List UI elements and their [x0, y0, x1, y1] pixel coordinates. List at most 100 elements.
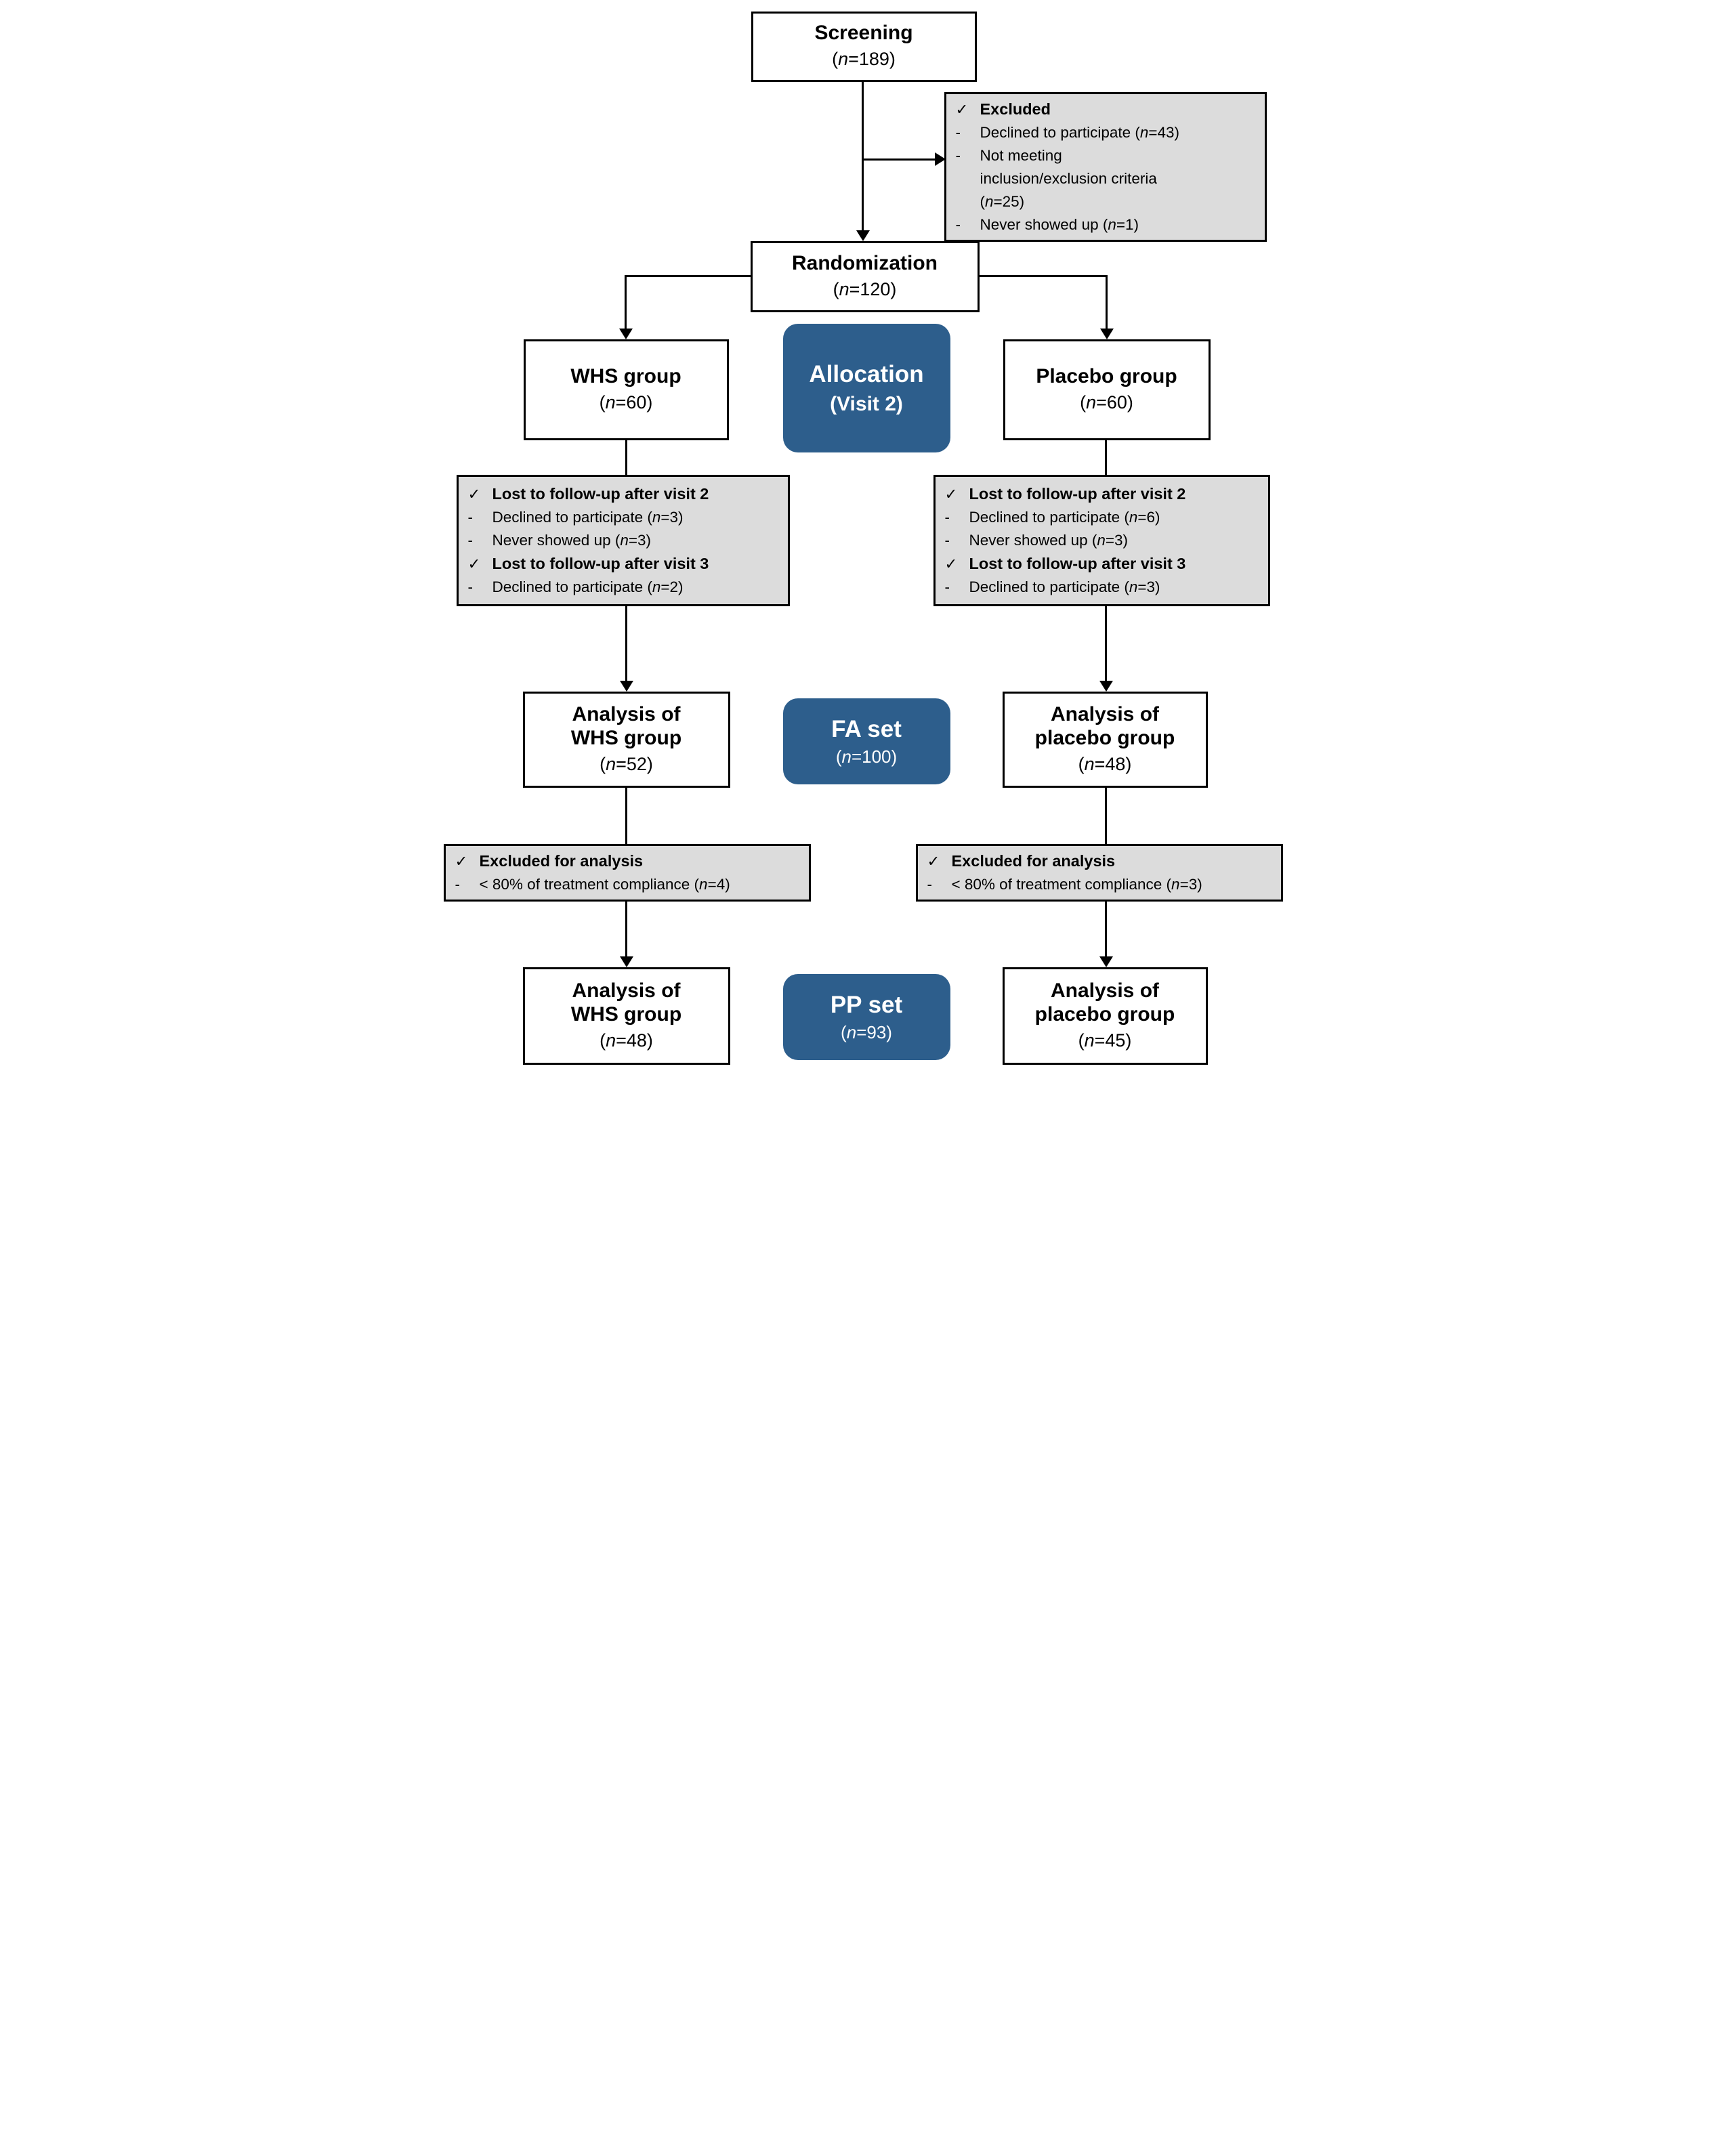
whs-group-box: WHS group (n=60): [523, 339, 729, 440]
screening-title: Screening: [814, 22, 913, 45]
arrowhead-into-analysis-placebo: [1099, 681, 1113, 692]
placebo-group-box: Placebo group (n=60): [1003, 339, 1211, 440]
dash-row: - Declined to participate (n=2): [467, 576, 780, 599]
row-text: < 80% of treatment compliance (n=3): [951, 876, 1202, 893]
row-text: Declined to participate (n=2): [492, 578, 684, 595]
fa-set-n: (n=100): [835, 746, 898, 767]
pp-set-n: (n=93): [841, 1022, 892, 1042]
row-text: Lost to follow-up after visit 3: [969, 555, 1186, 572]
dash-bullet: -: [467, 509, 474, 526]
connector-screening-randomization: [861, 82, 864, 230]
arrowhead-into-pp-placebo: [1099, 956, 1113, 967]
excluded-analysis-whs-box: ✓ Excluded for analysis -< 80% of treatmen…: [443, 844, 811, 902]
row-text: Never showed up (n=3): [492, 532, 652, 549]
check-icon: ✓: [944, 555, 958, 572]
analysis-whs-pp-n: (n=48): [600, 1030, 653, 1051]
screening-box: Screening (n=189): [751, 12, 977, 82]
dash-bullet: -: [955, 216, 961, 233]
check-row: ✓ Excluded: [954, 98, 1257, 121]
dash-row: - < 80% of treatment compliance (n=3): [926, 873, 1273, 896]
connector-branch-excluded: [862, 158, 935, 161]
check-row: ✓ Lost to follow-up after visit 2: [944, 482, 1260, 506]
placebo-group-title: Placebo group: [1036, 364, 1177, 387]
placebo-group-n: (n=60): [1080, 392, 1133, 413]
analysis-placebo-fa-n: (n=48): [1078, 753, 1132, 774]
screening-n: (n=189): [832, 49, 896, 70]
arrowhead-into-placebo: [1099, 329, 1114, 339]
check-row: ✓ Lost to follow-up after visit 3: [944, 552, 1260, 576]
dash-bullet: -: [955, 124, 961, 141]
arrowhead-into-excluded: [934, 152, 946, 166]
dash-bullet: -: [467, 532, 474, 549]
dash-row: - Never showed up (n=1): [954, 213, 1257, 236]
connector-analysis-excluded-placebo: [1104, 788, 1107, 844]
dash-bullet: -: [467, 578, 474, 595]
check-icon: ✓: [955, 101, 969, 118]
check-icon: ✓: [467, 486, 481, 503]
connector-lost-analysis-placebo: [1104, 606, 1107, 681]
pp-set-label: PP set (n=93): [782, 974, 950, 1060]
dash-row: -< 80% of treatment compliance (n=4): [454, 873, 801, 896]
connector-excluded-pp-placebo: [1104, 902, 1107, 956]
fa-set-title: FA set: [831, 716, 902, 742]
randomization-n: (n=120): [833, 278, 897, 299]
connector-placebo-lost: [1104, 440, 1107, 475]
check-row: ✓ Excluded for analysis: [454, 849, 801, 873]
row-text: Declined to participate (n=6): [969, 509, 1160, 526]
analysis-whs-fa-n: (n=52): [600, 753, 653, 774]
arrowhead-into-pp-whs: [619, 956, 633, 967]
check-row: ✓Lost to follow-up after visit 3: [467, 552, 780, 576]
lost-followup-whs-box: ✓ Lost to follow-up after visit 2 - Decline…: [456, 475, 790, 606]
connector-excluded-pp-whs: [625, 902, 627, 956]
fa-set-label: FA set (n=100): [782, 698, 950, 784]
connector-down-whs: [624, 275, 627, 329]
row-text: Never showed up (n=1): [980, 216, 1139, 233]
lost-followup-placebo-box: ✓Lost to follow-up after visit 2-Decline…: [933, 475, 1270, 606]
connector-analysis-excluded-whs: [625, 788, 627, 844]
check-icon: ✓: [455, 853, 468, 870]
connector-whs-lost: [625, 440, 627, 475]
connector-randomization-whs: [624, 275, 751, 277]
check-icon: ✓: [944, 486, 958, 503]
allocation-subtitle: (Visit 2): [830, 393, 903, 415]
row-text: Excluded: [980, 100, 1051, 118]
dash-row: - Declined to participate (n=3): [467, 506, 780, 529]
connector-randomization-placebo: [979, 275, 1108, 277]
check-row: ✓ Lost to follow-up after visit 2: [467, 482, 780, 506]
dash-bullet: -: [944, 509, 950, 526]
dash-row: - Never showed up (n=3): [467, 529, 780, 552]
row-text: Lost to follow-up after visit 2: [492, 485, 709, 503]
row-text: Never showed up (n=3): [969, 532, 1129, 549]
consort-flow-diagram: ✓ Excluded - Declined to participate (n=43)…: [430, 0, 1292, 1078]
allocation-title: Allocation: [809, 361, 924, 387]
dash-bullet: -: [927, 876, 933, 893]
row-text: Lost to follow-up after visit 2: [969, 485, 1186, 503]
excluded-analysis-placebo-box: ✓Excluded for analysis - < 80% of treatmen…: [915, 844, 1283, 902]
dash-bullet: -: [955, 147, 961, 164]
check-row: ✓Excluded for analysis: [926, 849, 1273, 873]
row-text: Declined to participate (n=43): [980, 124, 1180, 141]
connector-lost-analysis-whs: [625, 606, 627, 681]
dash-row: -Never showed up (n=3): [944, 529, 1260, 552]
analysis-placebo-pp-n: (n=45): [1078, 1030, 1132, 1051]
arrowhead-into-analysis-whs: [619, 681, 633, 692]
row-text: Excluded for analysis: [479, 852, 644, 870]
whs-group-n: (n=60): [599, 392, 653, 413]
connector-down-placebo: [1105, 275, 1108, 329]
row-text: Declined to participate (n=3): [492, 509, 684, 526]
pp-set-title: PP set: [830, 992, 903, 1018]
dash-row: -Declined to participate (n=3): [944, 576, 1260, 599]
arrowhead-into-whs: [618, 329, 633, 339]
whs-group-title: WHS group: [570, 364, 681, 387]
excluded-box: ✓ Excluded - Declined to participate (n=43)…: [944, 92, 1267, 242]
row-text: Lost to follow-up after visit 3: [492, 555, 709, 572]
